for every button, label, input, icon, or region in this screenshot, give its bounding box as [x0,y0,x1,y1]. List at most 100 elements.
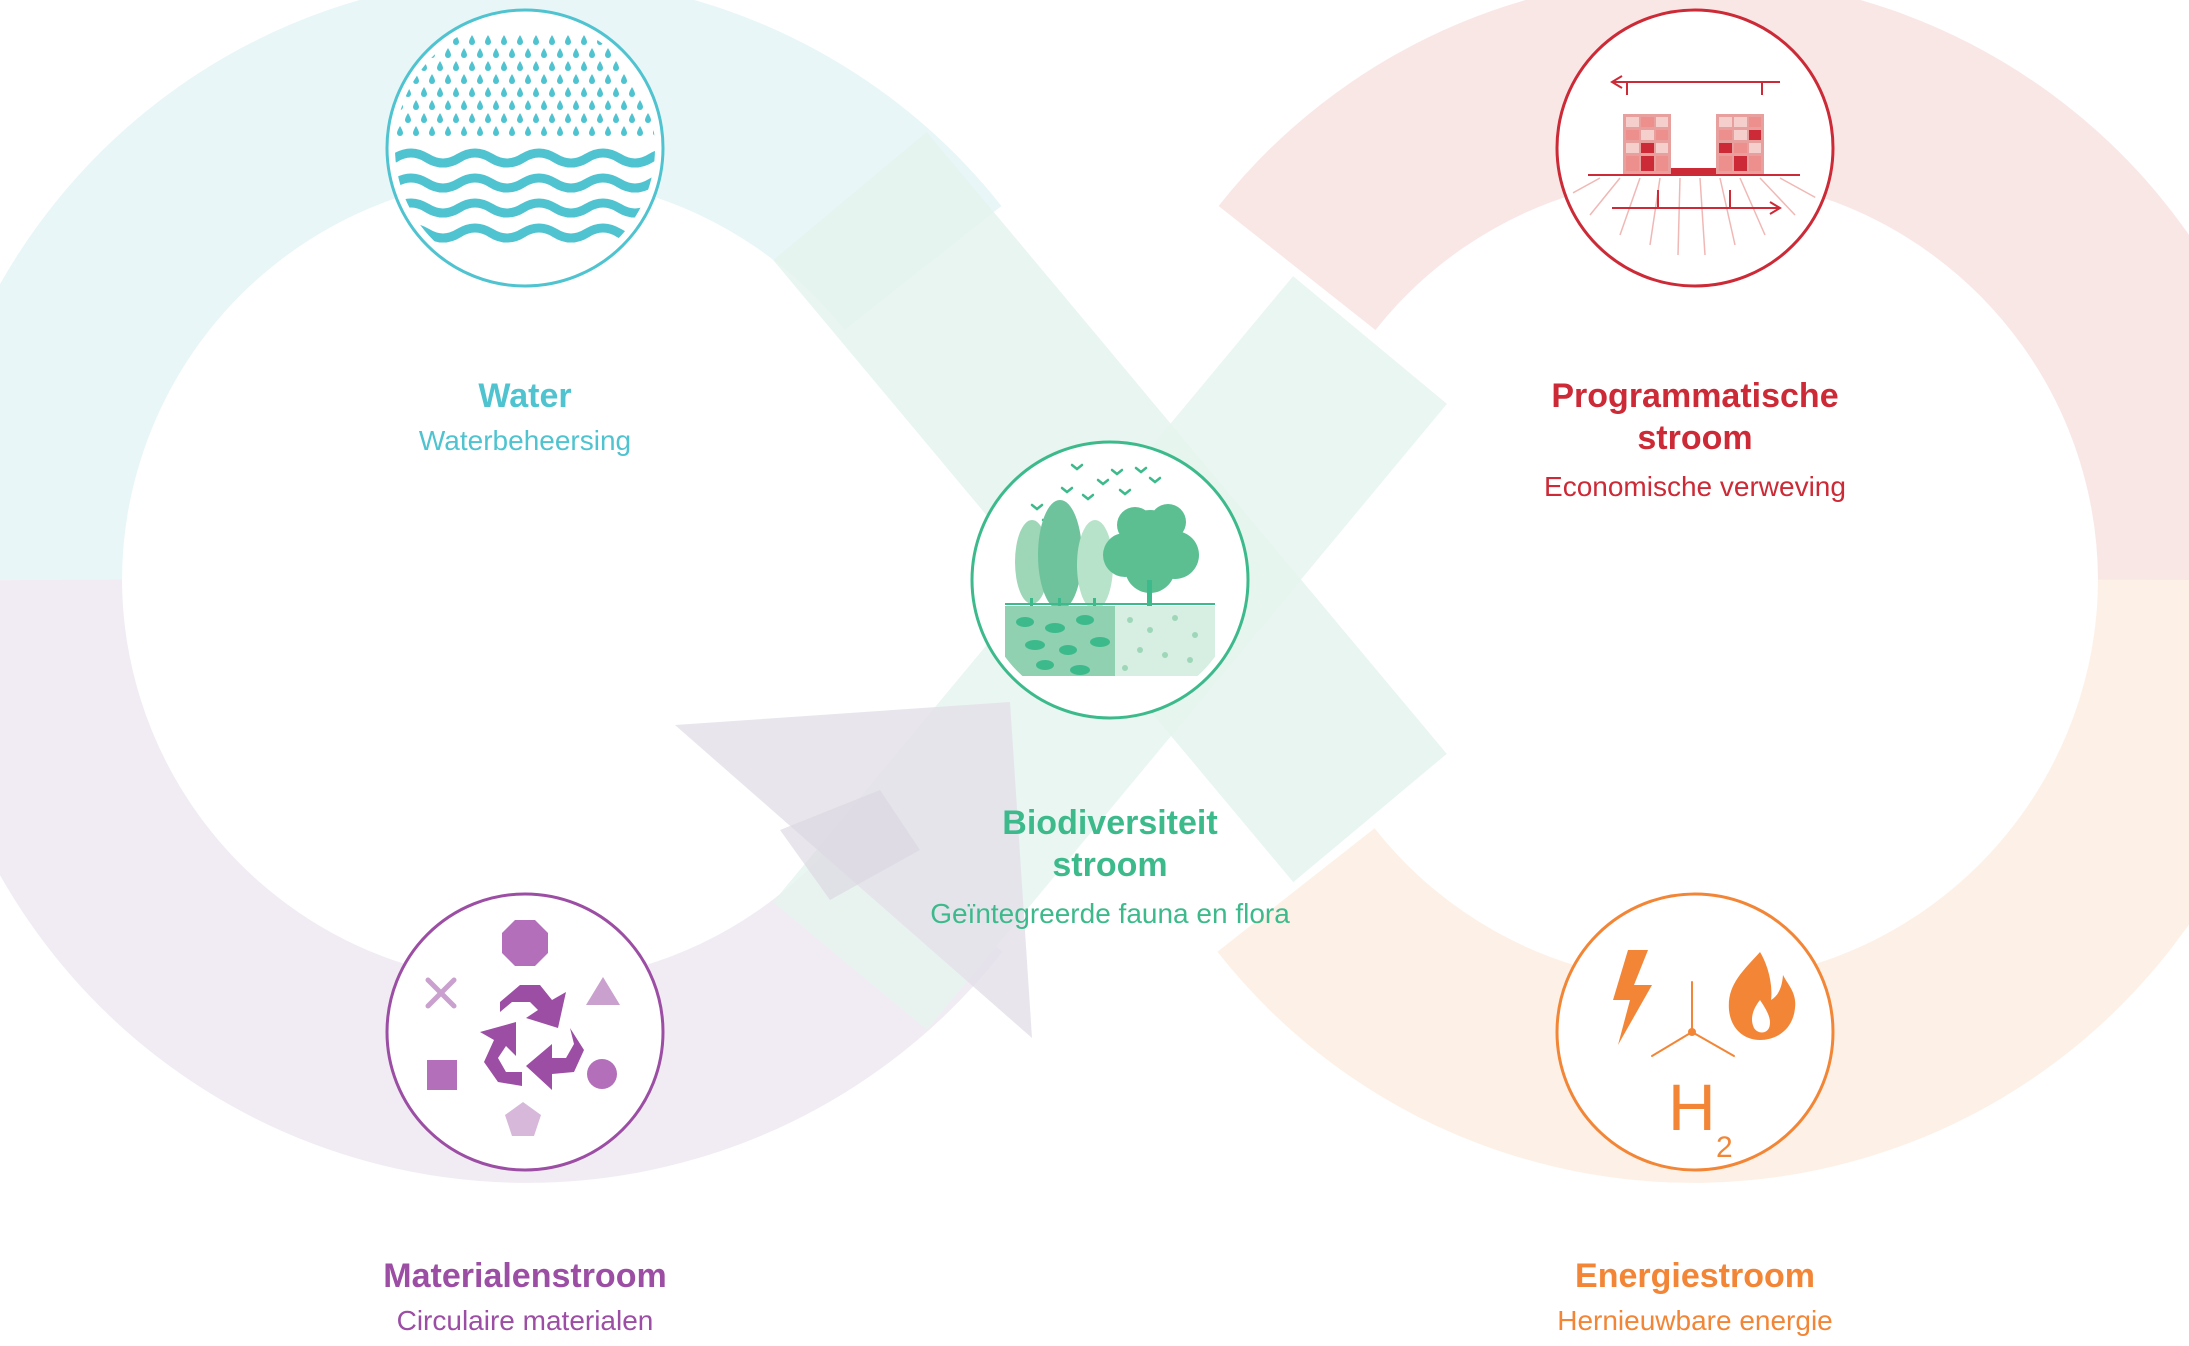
raindrop [509,48,515,58]
raindrop [437,87,443,97]
raindrop [605,126,611,136]
raindrop [589,100,595,110]
raindrop [581,87,587,97]
raindrop [533,35,539,45]
raindrop [429,74,435,84]
raindrop [485,35,491,45]
material-label: Materialenstroom Circulaire materialen [325,1255,725,1339]
trees-birds-icon [1005,463,1215,676]
raindrop [509,126,515,136]
raindrop [501,113,507,123]
raindrop [429,126,435,136]
raindrop [477,100,483,110]
buildings-conveyor-icon [1565,75,1821,256]
raindrop [613,87,619,97]
raindrop [493,100,499,110]
raindrop [501,61,507,71]
raindrop [597,61,603,71]
material-subtitle: Circulaire materialen [396,1305,654,1336]
raindrop [517,35,523,45]
raindrop [413,100,419,110]
raindrop [613,113,619,123]
bio-label: Biodiversiteit stroom Geïntegreerde faun… [880,802,1340,932]
water-label: Water Waterbeheersing [325,375,725,459]
raindrop [541,74,547,84]
raindrop [621,74,627,84]
raindrop [453,61,459,71]
raindrop [485,61,491,71]
raindrop [509,100,515,110]
raindrop [581,35,587,45]
raindrop [453,35,459,45]
raindrop [589,126,595,136]
raindrop [461,126,467,136]
raindrop [429,100,435,110]
energy-subtitle: Hernieuwbare energie [1557,1305,1833,1336]
raindrop [549,35,555,45]
raindrop [493,48,499,58]
raindrop [413,126,419,136]
raindrop [621,100,627,110]
raindrop [573,74,579,84]
program-subtitle: Economische verweving [1544,471,1846,502]
program-circle [1555,8,1835,288]
raindrop [645,113,651,123]
water-subtitle: Waterbeheersing [418,425,632,456]
energy-lightning-turbine-fire-icon: H 2 [1613,950,1796,1164]
raindrop [541,100,547,110]
raindrop [501,35,507,45]
raindrop [605,48,611,58]
raindrop [557,100,563,110]
raindrop [485,87,491,97]
fire-icon [1728,952,1796,1040]
raindrop [637,126,643,136]
raindrop [461,74,467,84]
raindrop [629,113,635,123]
raindrop [421,113,427,123]
raindrop [453,87,459,97]
raindrop [493,126,499,136]
bio-subtitle: Geïntegreerde fauna en flora [930,898,1290,929]
raindrop [573,100,579,110]
raindrop [453,113,459,123]
raindrop [405,113,411,123]
recycle-shapes-icon [425,920,620,1136]
lightning-icon [1613,950,1652,1045]
raindrop [621,126,627,136]
bio-title: Biodiversiteit stroom [1002,804,1218,884]
raindrop [525,74,531,84]
raindrop [597,113,603,123]
raindrop [485,113,491,123]
raindrop [605,100,611,110]
water-title: Water [478,377,572,415]
raindrop [437,113,443,123]
raindrop [525,100,531,110]
raindrop [533,87,539,97]
raindrop [477,126,483,136]
energy-circle: H 2 [1555,892,1835,1172]
raindrop [421,87,427,97]
raindrop [445,74,451,84]
raindrop [589,48,595,58]
wind-turbine-icon [1651,981,1735,1057]
raindrop [461,48,467,58]
bio-circle [970,440,1250,720]
program-title: Programmatische stroom [1551,377,1839,457]
raindrop [445,100,451,110]
water-circle [385,8,665,288]
raindrop [565,113,571,123]
raindrop [573,126,579,136]
raindrop [637,100,643,110]
raindrop [541,126,547,136]
material-circle [385,892,665,1172]
raindrop [565,61,571,71]
raindrop [469,87,475,97]
raindrop [565,87,571,97]
raindrop [565,35,571,45]
material-title: Materialenstroom [383,1257,667,1295]
raindrop [549,113,555,123]
raindrop [573,48,579,58]
raindrop [469,61,475,71]
energy-title: Energiestroom [1575,1257,1815,1295]
